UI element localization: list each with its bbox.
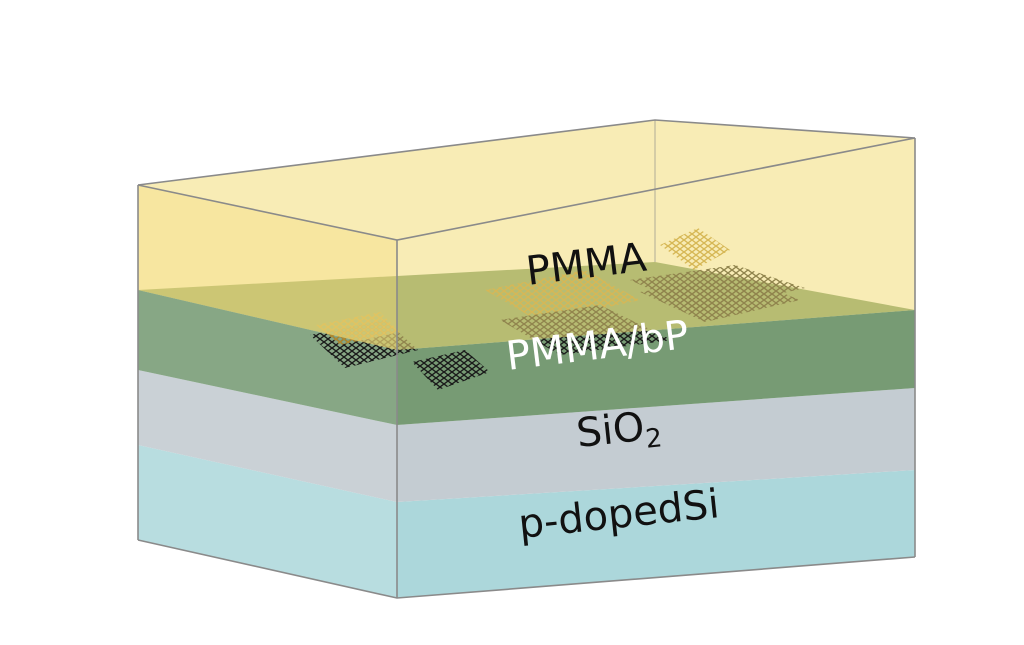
sio2-label: SiO2 xyxy=(574,402,663,462)
sio2-layer xyxy=(138,370,915,502)
si-side-face xyxy=(138,445,397,598)
si-front-face xyxy=(397,470,915,598)
flake-small xyxy=(412,350,490,390)
sio2-front-face xyxy=(397,388,915,502)
pmma-bp-side-face xyxy=(138,290,397,425)
box-outline xyxy=(137,119,916,599)
pmma-top-face xyxy=(138,120,915,240)
sio2-side-face xyxy=(138,370,397,502)
si-layer xyxy=(138,445,915,598)
pmma-front-face xyxy=(397,138,915,350)
pmma-layer xyxy=(138,120,915,350)
pmma-bp-front-face xyxy=(397,310,915,425)
